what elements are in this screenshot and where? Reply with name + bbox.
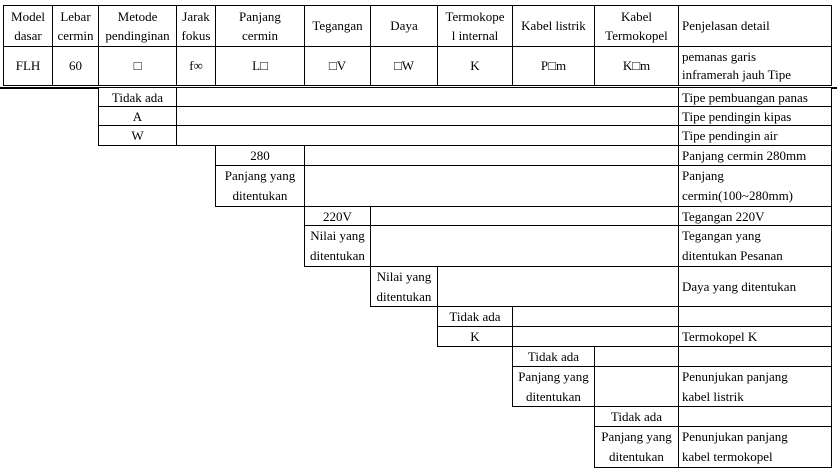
header-detail: Penjelasan detail xyxy=(678,5,832,47)
spacer-voltage-220 xyxy=(370,206,679,226)
detail-voltage-custom-line2: ditentukan Pesanan xyxy=(682,248,783,263)
detail-cable-custom-line1: Penunjukan panjang xyxy=(682,368,788,384)
header-thermo-internal-line2: l internal xyxy=(451,28,499,43)
code-width: 60 xyxy=(52,46,99,86)
header-width-line1: Lebar xyxy=(60,9,91,24)
detail-cable-custom: Penunjukan panjang kabel listrik xyxy=(678,366,832,407)
code-thermo-cable: K□m xyxy=(594,46,679,86)
code-cable: P□m xyxy=(512,46,595,86)
detail-thermo-none xyxy=(678,306,832,327)
spacer-thermo-k xyxy=(512,326,679,347)
code-detail-line1: pemanas garis xyxy=(682,49,757,64)
detail-voltage-custom-line1: Tegangan yang xyxy=(682,228,761,243)
option-cooling-a: A xyxy=(98,106,177,126)
detail-voltage-custom: Tegangan yang ditentukan Pesanan xyxy=(678,225,832,267)
detail-tcable-none xyxy=(678,406,832,427)
option-tcable-custom-line1: Panjang yang xyxy=(601,429,672,444)
header-length-line1: Panjang xyxy=(239,9,281,24)
code-length: L□ xyxy=(215,46,305,86)
option-cable-custom-line2: ditentukan xyxy=(526,388,581,404)
code-detail: pemanas garis inframerah jauh Tipe xyxy=(678,46,832,86)
spacer-thermo-none xyxy=(512,306,679,327)
detail-length-280: Panjang cermin 280mm xyxy=(678,145,832,166)
header-focus: Jarak fokus xyxy=(176,5,216,47)
spacer-cooling-w xyxy=(176,125,679,146)
spacer-cooling-a xyxy=(176,106,679,126)
code-detail-line2: inframerah jauh Tipe xyxy=(682,67,792,82)
option-voltage-custom-line1: Nilai yang xyxy=(310,228,365,243)
spacer-cable-none xyxy=(594,346,679,367)
option-power-custom: Nilai yang ditentukan xyxy=(370,266,438,307)
detail-power-custom: Daya yang ditentukan xyxy=(678,266,832,307)
option-cooling-w: W xyxy=(98,125,177,146)
header-thermo-cable-line1: Kabel xyxy=(620,9,653,24)
option-voltage-custom-line2: ditentukan xyxy=(310,248,365,263)
header-length-line2: cermin xyxy=(241,28,279,43)
header-cooling-line2: pendinginan xyxy=(105,28,170,43)
option-tcable-custom-line2: ditentukan xyxy=(609,449,664,464)
header-model-line1: Model xyxy=(11,9,45,24)
header-model-line2: dasar xyxy=(14,28,42,43)
detail-cable-custom-line2: kabel listrik xyxy=(682,388,744,404)
spacer-power-custom xyxy=(437,266,679,307)
spacer-length-custom xyxy=(304,165,679,207)
detail-cable-none xyxy=(678,346,832,367)
option-tcable-none: Tidak ada xyxy=(594,406,679,427)
header-cooling-line1: Metode xyxy=(117,9,158,24)
detail-cooling-none: Tipe pembuangan panas xyxy=(678,87,832,107)
detail-length-custom-line2: cermin(100~280mm) xyxy=(682,188,794,203)
option-length-custom-line1: Panjang yang xyxy=(224,168,296,183)
header-focus-line1: Jarak xyxy=(182,9,210,24)
header-voltage: Tegangan xyxy=(304,5,371,47)
option-cable-custom-line1: Panjang yang xyxy=(518,368,589,384)
header-model: Model dasar xyxy=(3,5,53,47)
detail-thermo-k: Termokopel K xyxy=(678,326,832,347)
option-length-280: 280 xyxy=(215,145,305,166)
header-power: Daya xyxy=(370,5,438,47)
option-power-custom-line1: Nilai yang xyxy=(376,268,432,284)
option-length-custom: Panjang yang ditentukan xyxy=(215,165,305,207)
detail-tcable-custom-line2: kabel termokopel xyxy=(682,449,773,464)
header-thermo-cable: Kabel Termokopel xyxy=(594,5,679,47)
header-thermo-internal: Termokope l internal xyxy=(437,5,513,47)
option-power-custom-line2: ditentukan xyxy=(376,288,432,304)
spacer-length-280 xyxy=(304,145,679,166)
detail-voltage-220: Tegangan 220V xyxy=(678,206,832,226)
code-power: □W xyxy=(370,46,438,86)
option-length-custom-line2: ditentukan xyxy=(232,188,288,203)
option-cable-custom: Panjang yang ditentukan xyxy=(512,366,595,407)
option-cooling-none: Tidak ada xyxy=(98,87,177,107)
code-voltage: □V xyxy=(304,46,371,86)
spacer-cooling-none xyxy=(176,87,679,107)
header-focus-line2: fokus xyxy=(181,28,211,43)
option-voltage-custom: Nilai yang ditentukan xyxy=(304,225,371,267)
detail-length-custom-line1: Panjang xyxy=(682,168,724,183)
detail-tcable-custom-line1: Penunjukan panjang xyxy=(682,429,788,444)
option-thermo-none: Tidak ada xyxy=(437,306,513,327)
detail-cooling-w: Tipe pendingin air xyxy=(678,125,832,146)
option-cable-none: Tidak ada xyxy=(512,346,595,367)
header-width-line2: cermin xyxy=(57,28,94,43)
code-model: FLH xyxy=(3,46,53,86)
header-cooling: Metode pendinginan xyxy=(98,5,177,47)
header-cable: Kabel listrik xyxy=(512,5,595,47)
detail-cooling-a: Tipe pendingin kipas xyxy=(678,106,832,126)
code-focus: f∞ xyxy=(176,46,216,86)
spacer-voltage-custom xyxy=(370,225,679,267)
detail-length-custom: Panjang cermin(100~280mm) xyxy=(678,165,832,207)
code-thermo-internal: K xyxy=(437,46,513,86)
option-tcable-custom: Panjang yang ditentukan xyxy=(594,426,679,468)
option-voltage-220: 220V xyxy=(304,206,371,226)
header-thermo-internal-line1: Termokope xyxy=(445,9,505,24)
header-width: Lebar cermin xyxy=(52,5,99,47)
header-thermo-cable-line2: Termokopel xyxy=(605,28,668,43)
option-thermo-k: K xyxy=(437,326,513,347)
header-length: Panjang cermin xyxy=(215,5,305,47)
detail-tcable-custom: Penunjukan panjang kabel termokopel xyxy=(678,426,832,468)
code-cooling: □ xyxy=(98,46,177,86)
spacer-cable-custom xyxy=(594,366,679,407)
